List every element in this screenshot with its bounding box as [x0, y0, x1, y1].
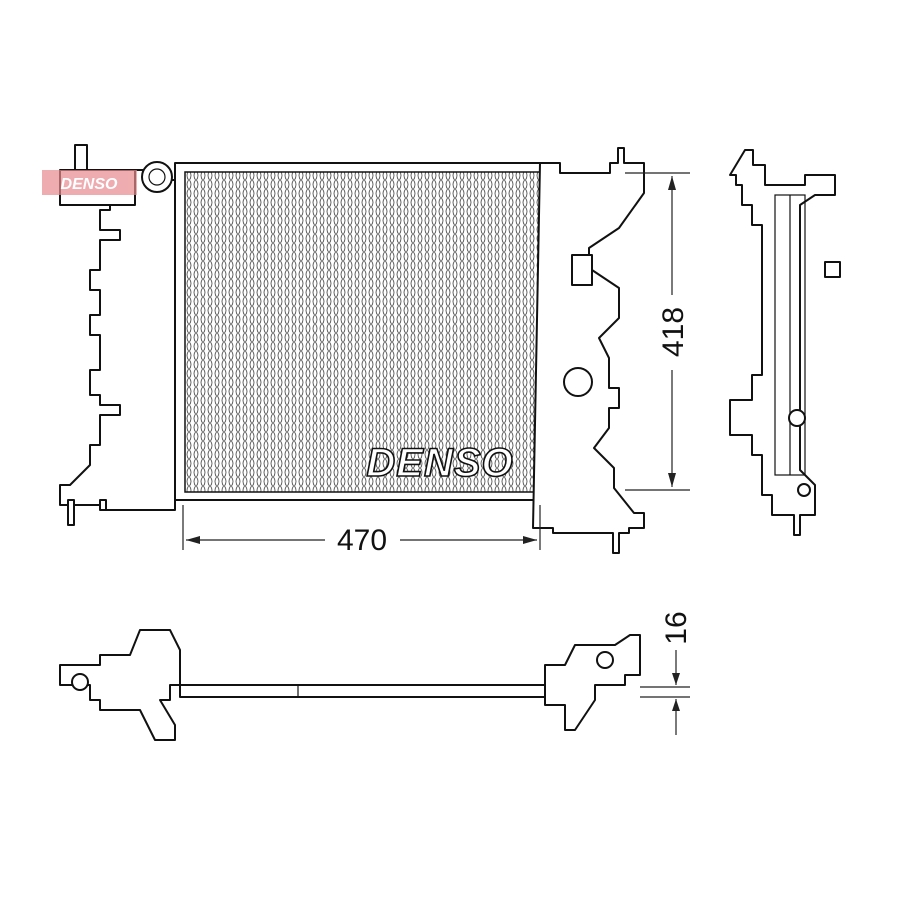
right-tank: [532, 147, 645, 554]
core-bottom: [179, 684, 546, 698]
radiator-core: [184, 171, 541, 493]
outlet-neck: [563, 367, 593, 397]
bottom-view: [59, 629, 641, 741]
svg-text:DENSO: DENSO: [61, 176, 118, 193]
left-tank: [59, 144, 176, 511]
height-value: 418: [657, 307, 690, 357]
width-dimension: 470: [182, 505, 541, 557]
brand-label: DENSO: [366, 441, 513, 485]
depth-value: 16: [660, 611, 693, 644]
height-dimension: 418: [625, 172, 690, 491]
width-value: 470: [337, 524, 387, 557]
depth-dimension: 16: [640, 611, 693, 735]
front-view: DENSO: [59, 144, 645, 554]
side-view: [729, 149, 841, 536]
inlet-neck: [141, 161, 173, 193]
denso-watermark-logo: DENSO: [42, 170, 137, 195]
